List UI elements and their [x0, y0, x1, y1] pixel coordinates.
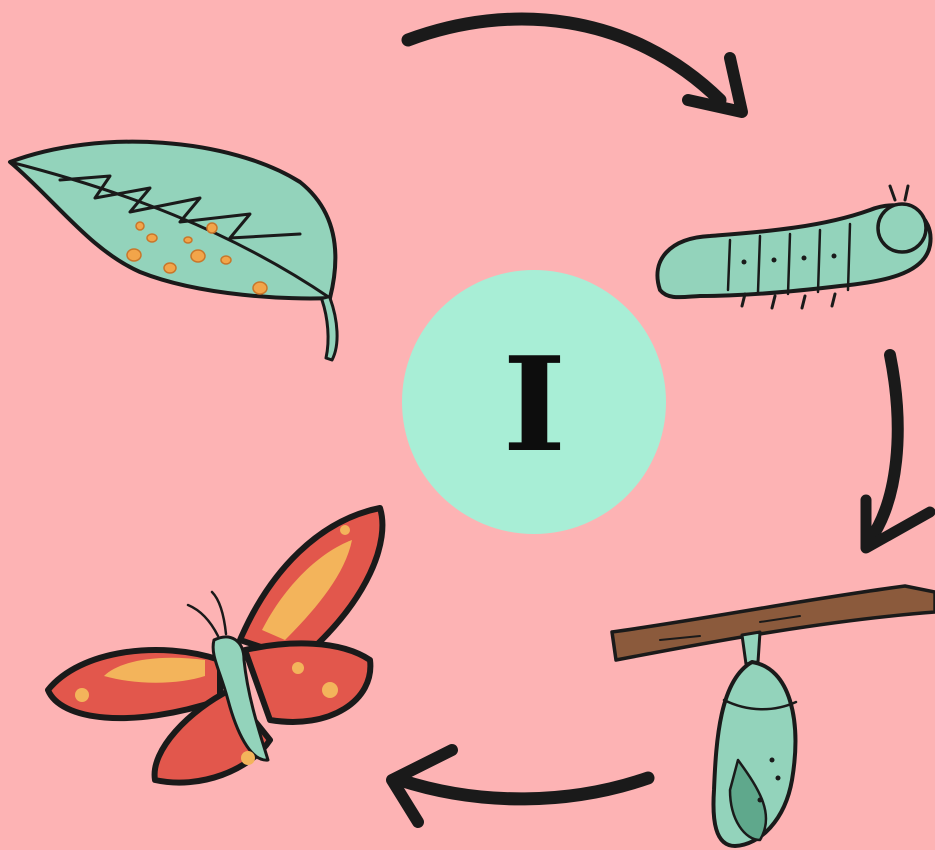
leaf-with-eggs-icon	[10, 142, 337, 360]
arrow-pupa-to-adult	[392, 750, 648, 822]
arrow-egg-to-larva	[408, 19, 742, 112]
chrysalis-icon	[612, 586, 935, 846]
stage-label: I	[502, 340, 566, 470]
stage-indicator-circle: I	[402, 270, 666, 534]
caterpillar-icon	[657, 186, 930, 308]
arrow-larva-to-pupa	[866, 355, 930, 548]
butterfly-icon	[48, 508, 382, 783]
